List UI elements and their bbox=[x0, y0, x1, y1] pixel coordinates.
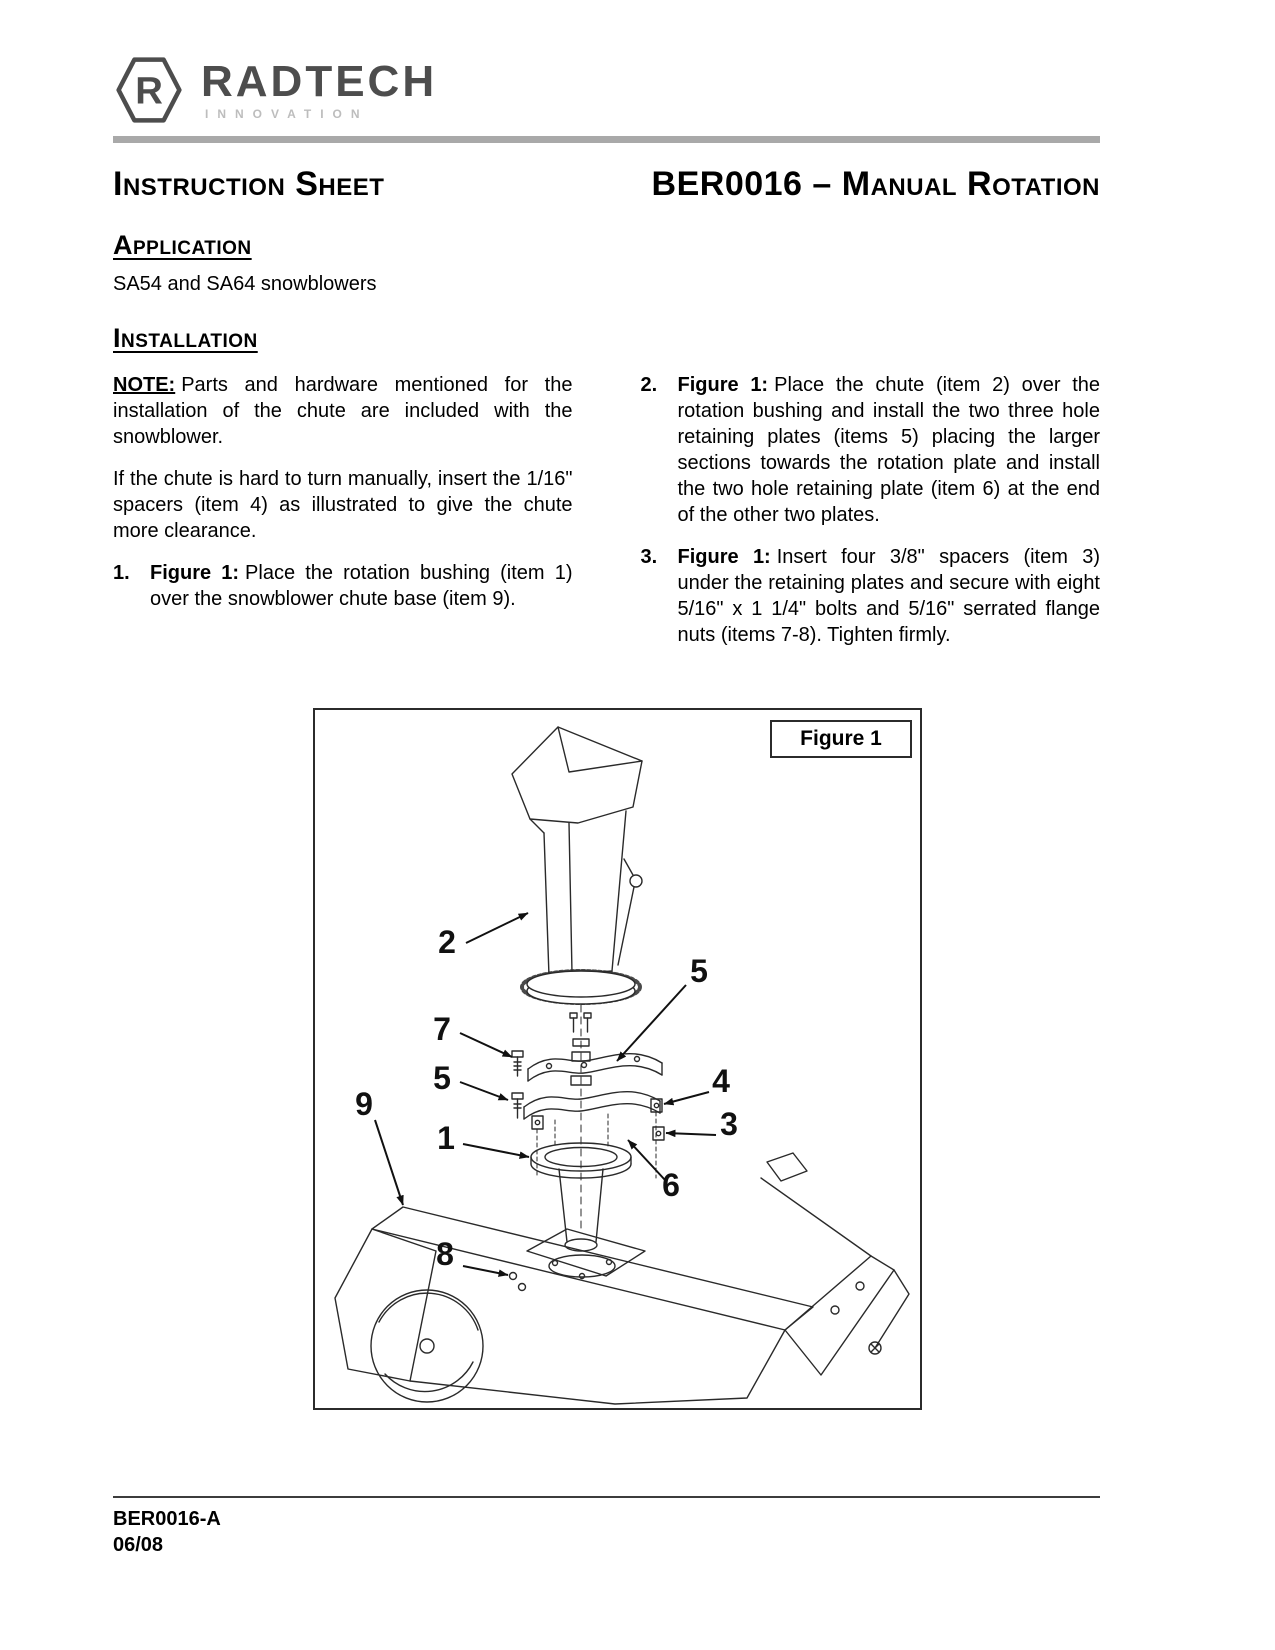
bolt-pair bbox=[569, 1012, 592, 1033]
note-label: NOTE: bbox=[113, 374, 176, 396]
callout-5-top: 5 bbox=[690, 953, 708, 989]
snowblower-body bbox=[334, 1152, 910, 1405]
title-row: Instruction Sheet BER0016 – Manual Rotat… bbox=[113, 165, 1100, 204]
logo-letter: R bbox=[135, 70, 163, 113]
callout-4: 4 bbox=[712, 1063, 730, 1099]
step-number: 1. bbox=[113, 562, 130, 584]
figure-label: Figure 1 bbox=[770, 720, 912, 758]
logo-wordmark: RADTECH INNOVATION bbox=[201, 56, 438, 121]
figure-ref: Figure 1: bbox=[150, 562, 240, 584]
right-column: 2. Figure 1:Place the chute (item 2) ove… bbox=[641, 372, 1101, 664]
figure-callouts: 2 5 7 5 9 1 4 3 6 8 bbox=[355, 924, 738, 1272]
header: R RADTECH INNOVATION bbox=[113, 50, 1100, 143]
callout-5-left: 5 bbox=[433, 1060, 451, 1096]
step-number: 3. bbox=[640, 546, 658, 568]
callout-8: 8 bbox=[436, 1236, 454, 1272]
logo-brand-text: RADTECH bbox=[201, 56, 438, 106]
figure-ref: Figure 1: bbox=[677, 546, 771, 568]
chute-part bbox=[511, 726, 643, 977]
installation-columns: NOTE:Parts and hardware mentioned for th… bbox=[113, 372, 1100, 664]
chute-base bbox=[526, 1168, 646, 1280]
callout-3: 3 bbox=[720, 1106, 738, 1142]
footer-date: 06/08 bbox=[113, 1534, 164, 1556]
figure-1: Figure 1 bbox=[313, 708, 922, 1410]
install-step-3: 3. Figure 1:Insert four 3/8" spacers (it… bbox=[641, 544, 1101, 648]
callout-2: 2 bbox=[438, 924, 456, 960]
footer-doc-number: BER0016-A bbox=[113, 1508, 221, 1530]
figure-ref: Figure 1: bbox=[677, 374, 769, 396]
doc-title: Instruction Sheet bbox=[113, 165, 385, 203]
footer-divider bbox=[113, 1496, 1100, 1498]
flange-nuts bbox=[508, 1271, 527, 1292]
step-number: 2. bbox=[640, 374, 658, 396]
logo-subtitle-text: INNOVATION bbox=[205, 106, 369, 121]
doc-number-title: BER0016 – Manual Rotation bbox=[651, 165, 1100, 203]
application-heading: Application bbox=[113, 230, 252, 260]
step-text: Figure 1:Place the chute (item 2) over t… bbox=[677, 374, 1101, 526]
callout-arrows bbox=[374, 912, 717, 1277]
callout-7: 7 bbox=[433, 1011, 451, 1047]
callout-1: 1 bbox=[437, 1120, 455, 1156]
left-column: NOTE:Parts and hardware mentioned for th… bbox=[113, 372, 573, 664]
left-bolts bbox=[511, 1050, 524, 1119]
install-step-1: 1. Figure 1:Place the rotation bushing (… bbox=[113, 560, 573, 612]
figure-diagram: 2 5 7 5 9 1 4 3 6 8 bbox=[334, 726, 910, 1405]
callout-6: 6 bbox=[662, 1167, 680, 1203]
header-divider-bar bbox=[113, 136, 1100, 143]
retaining-plates bbox=[523, 1052, 663, 1120]
clearance-paragraph: If the chute is hard to turn manually, i… bbox=[113, 468, 573, 542]
rotation-bushing bbox=[530, 1142, 632, 1179]
installation-heading: Installation bbox=[113, 323, 258, 353]
application-body: SA54 and SA64 snowblowers bbox=[113, 273, 377, 295]
logo-hexagon-icon: R bbox=[116, 57, 182, 123]
center-hardware bbox=[570, 1038, 592, 1086]
spacers bbox=[531, 1098, 665, 1141]
gear-ring-part bbox=[520, 969, 642, 1005]
step-text: Figure 1:Insert four 3/8" spacers (item … bbox=[677, 546, 1101, 646]
note-body: Parts and hardware mentioned for the ins… bbox=[113, 374, 573, 448]
callout-9: 9 bbox=[355, 1086, 373, 1122]
install-step-2: 2. Figure 1:Place the chute (item 2) ove… bbox=[641, 372, 1101, 528]
radtech-logo: R RADTECH INNOVATION bbox=[113, 50, 1100, 130]
step-text: Figure 1:Place the rotation bushing (ite… bbox=[150, 562, 573, 610]
auger bbox=[370, 1289, 484, 1403]
guide-lines bbox=[536, 1111, 657, 1179]
note-paragraph: NOTE:Parts and hardware mentioned for th… bbox=[113, 372, 573, 450]
footer: BER0016-A 06/08 bbox=[113, 1496, 1100, 1558]
